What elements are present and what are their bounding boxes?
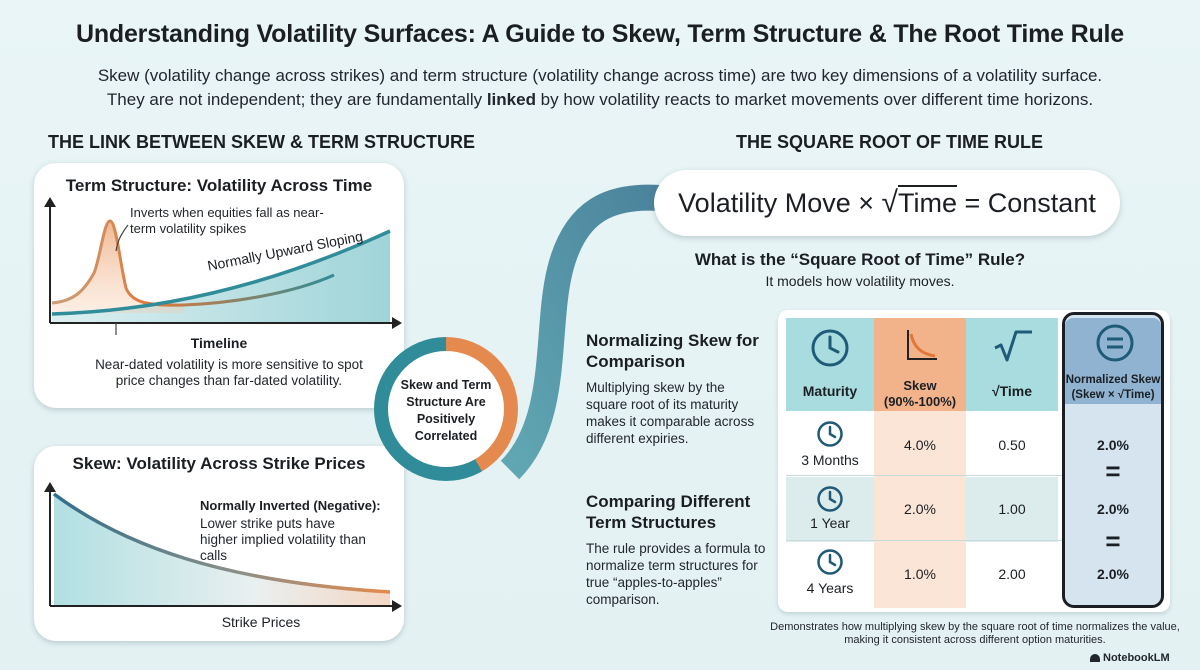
skew-header-line-1: Skew xyxy=(903,378,937,393)
sqrt-time-header: √Time xyxy=(991,383,1033,399)
equals-sign-2: = xyxy=(1105,526,1121,556)
skew-header-cell xyxy=(874,318,966,411)
row-1-maturity: 3 Months xyxy=(801,452,859,468)
formula-radicand: Time xyxy=(897,185,957,218)
row-3-normalized: 2.0% xyxy=(1097,566,1129,582)
intro-line-2-end: by how volatility reacts to market movem… xyxy=(535,90,1094,109)
link-curve xyxy=(500,184,661,480)
skew-column: Skew (90%-100%) xyxy=(874,318,966,608)
term-structure-card: Term Structure: Volatility Across Time xyxy=(34,163,404,408)
strike-axis-label: Strike Prices xyxy=(221,614,301,630)
normal-curve-line xyxy=(51,229,391,316)
normalized-column: Normalized Skew (Skew × √Time) xyxy=(1062,312,1164,608)
normal-curve-area xyxy=(52,231,390,322)
skew-body-bg xyxy=(874,411,966,608)
right-section-heading: THE SQUARE ROOT OF TIME RULE xyxy=(736,132,1044,152)
link-circle-text: Skew and Term Structure Are Positively C… xyxy=(400,378,492,443)
rule-answer: It models how volatility moves. xyxy=(765,273,955,289)
row-3-maturity: 4 Years xyxy=(806,580,854,596)
row-divider xyxy=(786,475,1062,476)
sqrt-time-column: √Time xyxy=(966,318,1058,608)
skew-x-axis-arrow xyxy=(392,600,402,612)
skew-curve-line xyxy=(52,492,391,594)
row-2-maturity: 1 Year xyxy=(810,515,850,531)
intro-line-1: Skew (volatility change across strikes) … xyxy=(97,66,1103,85)
decreasing-curve-icon xyxy=(907,330,937,360)
row-3-sqrt-time: 2.00 xyxy=(998,566,1026,582)
skew-note: Lower strike puts have higher implied vo… xyxy=(200,516,366,563)
sqrt-header-cell xyxy=(966,318,1058,411)
row-1-normalized: 2.0% xyxy=(1097,437,1129,453)
table-caption: Demonstrates how multiplying skew by the… xyxy=(770,621,1180,646)
normalized-header-line-2: (Skew × √Time) xyxy=(1071,389,1155,401)
link-circle-inner xyxy=(388,351,504,467)
term-structure-chart xyxy=(44,197,402,335)
left-section-heading: THE LINK BETWEEN SKEW & TERM STRUCTURE xyxy=(48,132,475,152)
rule-question: What is the “Square Root of Time” Rule? xyxy=(694,250,1026,269)
radical-sign: √ xyxy=(881,186,898,219)
formula: Volatility Move × √Time = Constant xyxy=(654,185,1120,220)
inverted-spike-area xyxy=(52,221,184,313)
row-1-skew: 4.0% xyxy=(904,437,936,453)
normalizing-body: Multiplying skew by the square root of i… xyxy=(586,380,755,446)
skew-curve-area xyxy=(54,494,390,605)
term-structure-title: Term Structure: Volatility Across Time xyxy=(65,176,373,195)
skew-chart xyxy=(44,482,402,612)
skew-header-line-2: (90%-100%) xyxy=(883,394,957,409)
timeline-axis-label: Timeline xyxy=(190,335,248,351)
comparing-heading: Comparing Different Term Structures xyxy=(586,492,751,532)
page-title: Understanding Volatility Surfaces: A Gui… xyxy=(75,20,1125,48)
inverted-curve-line xyxy=(51,219,335,307)
equals-sign-1: = xyxy=(1105,456,1121,486)
skew-note-heading: Normally Inverted (Negative): xyxy=(200,498,381,513)
equals-icon xyxy=(1096,324,1134,362)
square-root-icon xyxy=(994,330,1032,362)
row-divider xyxy=(786,540,1062,541)
sensitivity-note: Near-dated volatility is more sensitive … xyxy=(95,357,363,388)
row-2-sqrt-time: 1.00 xyxy=(998,501,1026,517)
skew-card: Skew: Volatility Across Strike Prices No… xyxy=(34,446,404,641)
skew-y-axis-arrow xyxy=(44,482,56,492)
row-2-skew: 2.0% xyxy=(904,501,936,517)
notebooklm-logo-icon xyxy=(1090,654,1100,663)
annotation-leader xyxy=(115,224,129,252)
clock-icon xyxy=(811,329,849,367)
formula-left: Volatility Move × xyxy=(678,188,874,218)
row-1-sqrt-time: 0.50 xyxy=(998,437,1026,453)
intro-line-2: They are not independent; they are funda… xyxy=(0,90,1200,110)
x-axis-arrow xyxy=(392,317,402,329)
row-clock-icon xyxy=(817,486,843,512)
brand-name: NotebookLM xyxy=(1103,652,1170,664)
formula-box: Volatility Move × √Time = Constant xyxy=(654,170,1120,236)
intro-linked-word: linked xyxy=(486,90,536,109)
skew-title: Skew: Volatility Across Strike Prices xyxy=(72,454,366,473)
intro-line-2-start: They are not independent; they are funda… xyxy=(106,90,487,109)
sqrt-row-2-bg xyxy=(966,477,1058,542)
maturity-header: Maturity xyxy=(802,383,858,399)
inversion-annotation: Inverts when equities fall as near-term … xyxy=(130,205,324,236)
row-2-normalized: 2.0% xyxy=(1097,501,1129,517)
comparing-body: The rule provides a formula to normalize… xyxy=(586,541,766,607)
row-clock-icon xyxy=(817,549,843,575)
normalization-table: Maturity Skew (90%-100%) √Time Normalize… xyxy=(778,310,1170,612)
row-3-skew: 1.0% xyxy=(904,566,936,582)
formula-right: = Constant xyxy=(964,188,1096,218)
y-axis-arrow xyxy=(44,197,56,207)
normalized-header-line-1: Normalized Skew xyxy=(1065,374,1161,386)
brand-footer: NotebookLM xyxy=(1090,652,1170,664)
row-clock-icon xyxy=(817,421,843,447)
normalizing-heading: Normalizing Skew for Comparison xyxy=(586,331,759,371)
